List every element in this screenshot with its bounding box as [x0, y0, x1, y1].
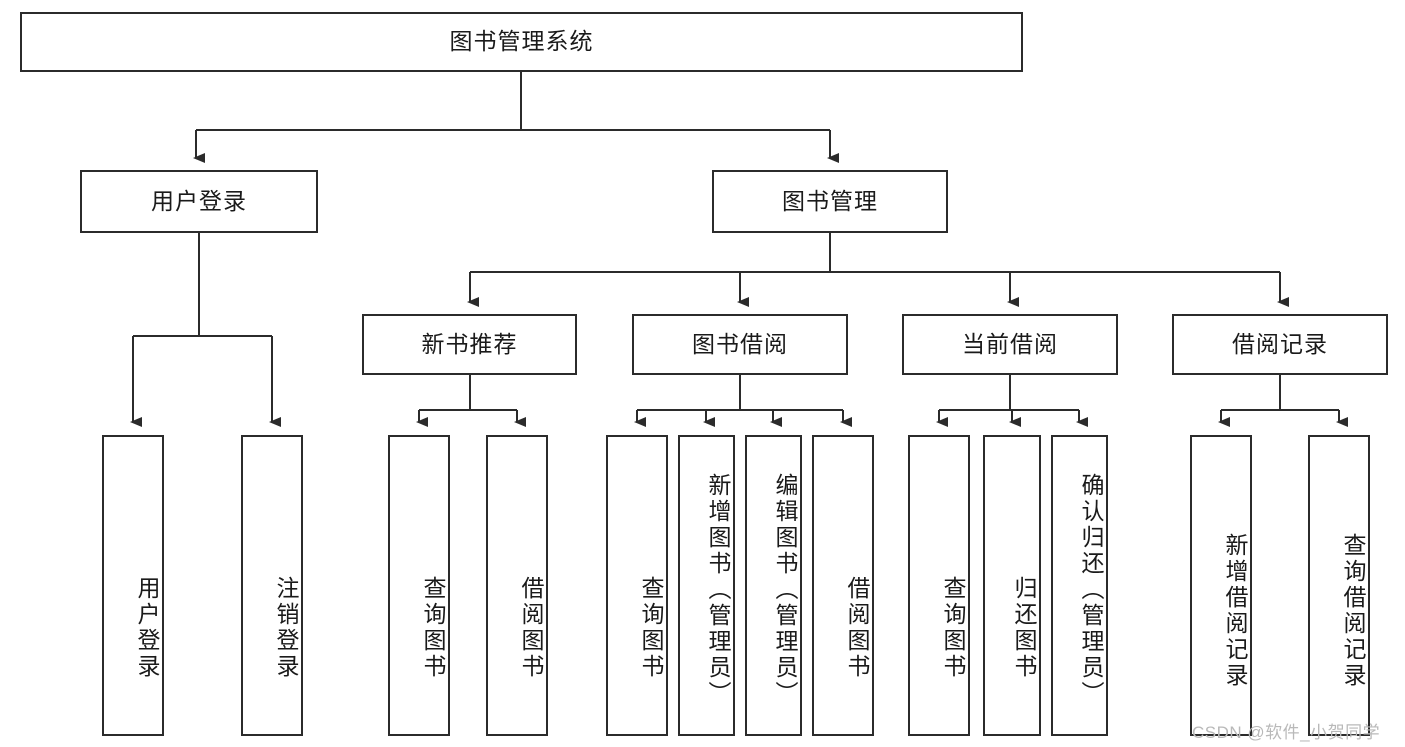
node-label: 新增借阅记录 — [1222, 532, 1248, 689]
node-label: 借阅图书 — [844, 575, 870, 680]
node-label: 新书推荐 — [421, 330, 518, 357]
node-label: 图书借阅 — [692, 330, 788, 357]
node-label: 查询图书 — [638, 575, 664, 680]
leaf-borrow-book[interactable]: 借阅图书 — [812, 435, 874, 736]
node-book-management[interactable]: 图书管理 — [712, 170, 948, 233]
node-label: 借阅图书 — [518, 575, 544, 680]
node-label: 用户登录 — [151, 187, 247, 214]
node-label: 确认归还（管理员） — [1078, 472, 1104, 707]
leaf-borrow-book-newbook[interactable]: 借阅图书 — [486, 435, 548, 736]
leaf-edit-book-admin[interactable]: 编辑图书（管理员） — [745, 435, 802, 736]
node-borrow-record[interactable]: 借阅记录 — [1172, 314, 1388, 375]
leaf-add-borrow-record[interactable]: 新增借阅记录 — [1190, 435, 1252, 736]
leaf-logout[interactable]: 注销登录 — [241, 435, 303, 736]
node-user-login[interactable]: 用户登录 — [80, 170, 318, 233]
node-label: 查询图书 — [940, 575, 966, 680]
leaf-add-book-admin[interactable]: 新增图书（管理员） — [678, 435, 735, 736]
leaf-query-borrow-record[interactable]: 查询借阅记录 — [1308, 435, 1370, 736]
node-label: 注销登录 — [273, 575, 299, 680]
node-new-book-recommend[interactable]: 新书推荐 — [362, 314, 577, 375]
leaf-user-login[interactable]: 用户登录 — [102, 435, 164, 736]
node-label: 查询图书 — [420, 575, 446, 680]
leaf-return-book[interactable]: 归还图书 — [983, 435, 1041, 736]
node-label: 图书管理系统 — [449, 28, 594, 55]
node-label: 编辑图书（管理员） — [772, 472, 798, 707]
node-label: 用户登录 — [134, 575, 160, 680]
node-label: 借阅记录 — [1232, 330, 1328, 357]
node-label: 图书管理 — [782, 187, 878, 214]
node-current-borrow[interactable]: 当前借阅 — [902, 314, 1118, 375]
node-label: 新增图书（管理员） — [705, 472, 731, 707]
leaf-query-book-current[interactable]: 查询图书 — [908, 435, 970, 736]
node-book-borrow[interactable]: 图书借阅 — [632, 314, 848, 375]
node-label: 查询借阅记录 — [1340, 532, 1366, 689]
node-root-book-management-system[interactable]: 图书管理系统 — [20, 12, 1023, 72]
node-label: 归还图书 — [1011, 575, 1037, 680]
leaf-query-book-newbook[interactable]: 查询图书 — [388, 435, 450, 736]
node-label: 当前借阅 — [962, 330, 1058, 357]
leaf-confirm-return-admin[interactable]: 确认归还（管理员） — [1051, 435, 1108, 736]
leaf-query-book-borrow[interactable]: 查询图书 — [606, 435, 668, 736]
